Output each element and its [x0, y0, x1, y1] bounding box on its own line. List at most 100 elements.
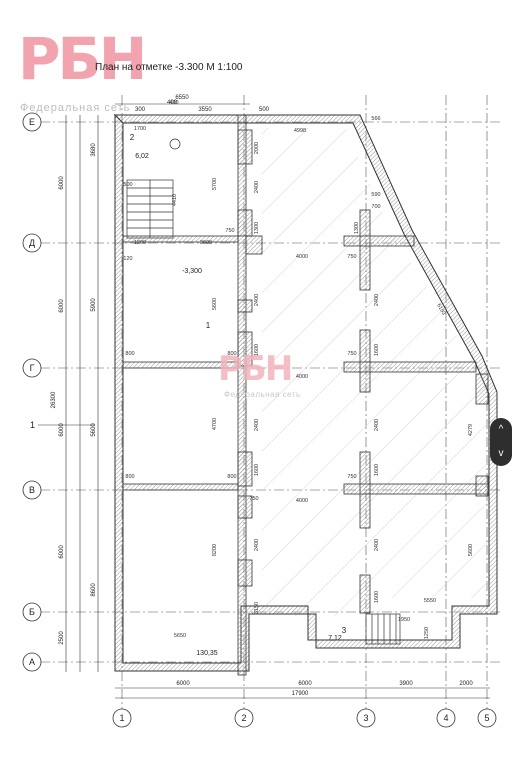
- rbn-watermark: РБН: [218, 349, 293, 389]
- svg-text:2400: 2400: [374, 539, 380, 551]
- svg-text:800: 800: [227, 474, 236, 480]
- dim-text: 8600: [91, 583, 97, 597]
- svg-text:750: 750: [347, 351, 356, 357]
- axis-col-label: 1: [119, 713, 124, 723]
- svg-text:2400: 2400: [254, 539, 260, 551]
- bottom-dimensions: 6000 6000 3900 2000 17900: [176, 681, 473, 697]
- rbn-logo-subtitle: Федеральная сеть: [20, 102, 131, 114]
- svg-text:1600: 1600: [254, 464, 260, 476]
- dim-text: 3680: [91, 143, 97, 157]
- svg-text:590: 590: [371, 192, 380, 198]
- dim-text: 2500: [59, 631, 65, 645]
- svg-text:4000: 4000: [296, 254, 308, 260]
- svg-text:1600: 1600: [254, 344, 260, 356]
- chevron-down-icon[interactable]: v: [498, 448, 504, 459]
- dim-text: 300: [135, 107, 146, 113]
- svg-text:5600: 5600: [212, 298, 218, 310]
- dimension-lines: [65, 103, 490, 699]
- svg-text:3600: 3600: [200, 240, 212, 246]
- axis-row-label: Е: [29, 117, 35, 127]
- dim-text: 6000: [59, 545, 65, 559]
- top-dimensions: 6550 400 3550 500 300: [135, 95, 270, 113]
- svg-text:2400: 2400: [374, 419, 380, 431]
- axis-row-label: Г: [30, 363, 35, 373]
- section-mark: 1: [30, 420, 35, 430]
- dim-text: 6000: [176, 681, 190, 687]
- svg-text:1300: 1300: [354, 222, 360, 234]
- svg-text:2400: 2400: [254, 419, 260, 431]
- room-area: 7,12: [328, 635, 342, 642]
- svg-text:2000: 2000: [254, 142, 260, 154]
- dim-text: 5600: [91, 423, 97, 437]
- svg-text:5550: 5550: [424, 598, 436, 604]
- svg-text:1250: 1250: [424, 627, 430, 639]
- room-number: 2: [130, 133, 135, 142]
- axis-row-label: А: [29, 657, 35, 667]
- room-area: 6,02: [135, 153, 149, 160]
- chevron-up-icon[interactable]: ^: [498, 424, 504, 435]
- svg-text:566: 566: [371, 116, 380, 122]
- svg-text:750: 750: [249, 496, 258, 502]
- svg-text:4000: 4000: [296, 374, 308, 380]
- axis-row-label: В: [29, 485, 35, 495]
- room-labels: 1 2 3 6,02 7,12 130,35 -3,300: [130, 133, 347, 657]
- axis-col-label: 5: [484, 713, 489, 723]
- axis-labels: Е Д Г В Б А 1 2 3 4 5: [29, 117, 490, 723]
- room-number: 1: [206, 321, 211, 330]
- svg-text:1300: 1300: [254, 222, 260, 234]
- axis-row-label: Б: [29, 607, 35, 617]
- dim-text: 400: [167, 100, 178, 106]
- dim-text: 5900: [91, 298, 97, 312]
- svg-text:1200: 1200: [134, 240, 146, 246]
- dim-text: 500: [259, 107, 270, 113]
- svg-text:750: 750: [347, 474, 356, 480]
- svg-text:1700: 1700: [134, 126, 146, 132]
- svg-text:5700: 5700: [212, 178, 218, 190]
- svg-text:4998: 4998: [294, 128, 306, 134]
- dim-text: 6000: [298, 681, 312, 687]
- staircase-bottom: [365, 613, 401, 645]
- svg-text:750: 750: [347, 254, 356, 260]
- svg-text:700: 700: [371, 204, 380, 210]
- dim-text: 6000: [59, 423, 65, 437]
- svg-text:3150: 3150: [254, 602, 260, 614]
- axis-col-label: 3: [363, 713, 368, 723]
- rbn-logo: РБН: [18, 25, 147, 93]
- svg-text:1600: 1600: [374, 591, 380, 603]
- rbn-watermark-subtitle: Федеральная сеть: [224, 390, 301, 399]
- svg-text:800: 800: [227, 351, 236, 357]
- svg-text:6193: 6193: [435, 303, 446, 317]
- inner-walls: [122, 114, 490, 676]
- page-nav-control[interactable]: ^ v: [490, 418, 512, 466]
- axis-bubbles: [22, 112, 497, 728]
- dim-text: 6000: [59, 299, 65, 313]
- svg-text:1600: 1600: [374, 464, 380, 476]
- level-mark: -3,300: [182, 268, 202, 275]
- svg-text:1600: 1600: [374, 344, 380, 356]
- dim-text: 6550: [175, 95, 189, 101]
- svg-text:4700: 4700: [212, 418, 218, 430]
- svg-text:120: 120: [123, 256, 132, 262]
- svg-text:2400: 2400: [374, 294, 380, 306]
- dim-text: 3550: [198, 107, 212, 113]
- svg-text:2400: 2400: [254, 294, 260, 306]
- svg-text:5650: 5650: [174, 633, 186, 639]
- room-area: 130,35: [196, 650, 218, 657]
- axis-row-label: Д: [29, 238, 35, 248]
- dim-text: 26300: [51, 391, 57, 408]
- svg-text:800: 800: [125, 351, 134, 357]
- svg-text:5600: 5600: [468, 544, 474, 556]
- svg-text:4279: 4279: [468, 424, 474, 436]
- svg-text:4410: 4410: [172, 194, 178, 206]
- axis-col-label: 2: [241, 713, 246, 723]
- dim-text: 17900: [292, 691, 309, 697]
- svg-text:8200: 8200: [212, 544, 218, 556]
- staircase-left: [126, 138, 181, 239]
- left-dimensions: 6000 6000 6000 6000 2500 26300 3680 5900…: [51, 143, 97, 645]
- svg-text:400: 400: [169, 100, 178, 106]
- svg-text:4000: 4000: [296, 498, 308, 504]
- dim-text: 6000: [59, 176, 65, 190]
- svg-text:1950: 1950: [398, 617, 410, 623]
- axis-col-label: 4: [443, 713, 448, 723]
